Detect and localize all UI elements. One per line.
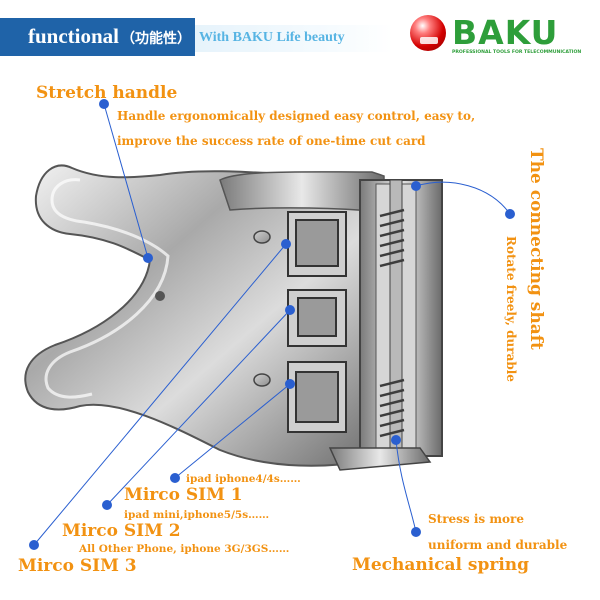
sim3-leader <box>33 243 287 546</box>
handle-desc-line2: improve the success rate of one-time cut… <box>117 134 426 148</box>
baku-logo-band <box>420 37 438 44</box>
baku-logo-wordmark: BAKU <box>452 13 559 52</box>
shaft-leader <box>415 181 511 215</box>
sim3-devices-label: All Other Phone, iphone 3G/3GS…… <box>79 543 290 555</box>
sim2-devices-label: ipad mini,iphone5/5s…… <box>124 509 270 521</box>
shaft-desc-label: Rotate freely, durable <box>504 236 518 382</box>
header-tagline: With BAKU Life beauty <box>199 30 345 45</box>
stretch-handle-leader <box>103 103 149 259</box>
sim3-label: Mirco SIM 3 <box>18 556 137 576</box>
handle-desc-line1: Handle ergonomically designed easy contr… <box>117 109 476 123</box>
sim1-label: Mirco SIM 1 <box>124 485 243 505</box>
spring-desc-line1: Stress is more <box>428 512 525 526</box>
shaft-title-label: The connecting shaft <box>526 148 546 350</box>
header-tagline-banner <box>193 25 393 52</box>
spring-leader <box>395 439 417 533</box>
spring-desc-line2: uniform and durable <box>428 538 568 552</box>
sim2-leader <box>106 309 291 506</box>
header-title: functional（功能性） <box>28 24 192 48</box>
sim1-devices-label: ipad iphone4/4s…… <box>186 473 301 485</box>
baku-logo-ball-icon <box>410 15 446 51</box>
stretch-handle-label: Stretch handle <box>36 83 178 103</box>
mechanical-spring-label: Mechanical spring <box>352 555 530 575</box>
baku-logo-subtitle: PROFESSIONAL TOOLS FOR TELECOMMUNICATION <box>452 50 582 55</box>
sim2-label: Mirco SIM 2 <box>62 521 181 541</box>
sim1-leader <box>174 383 291 479</box>
header-title-banner <box>0 18 195 56</box>
